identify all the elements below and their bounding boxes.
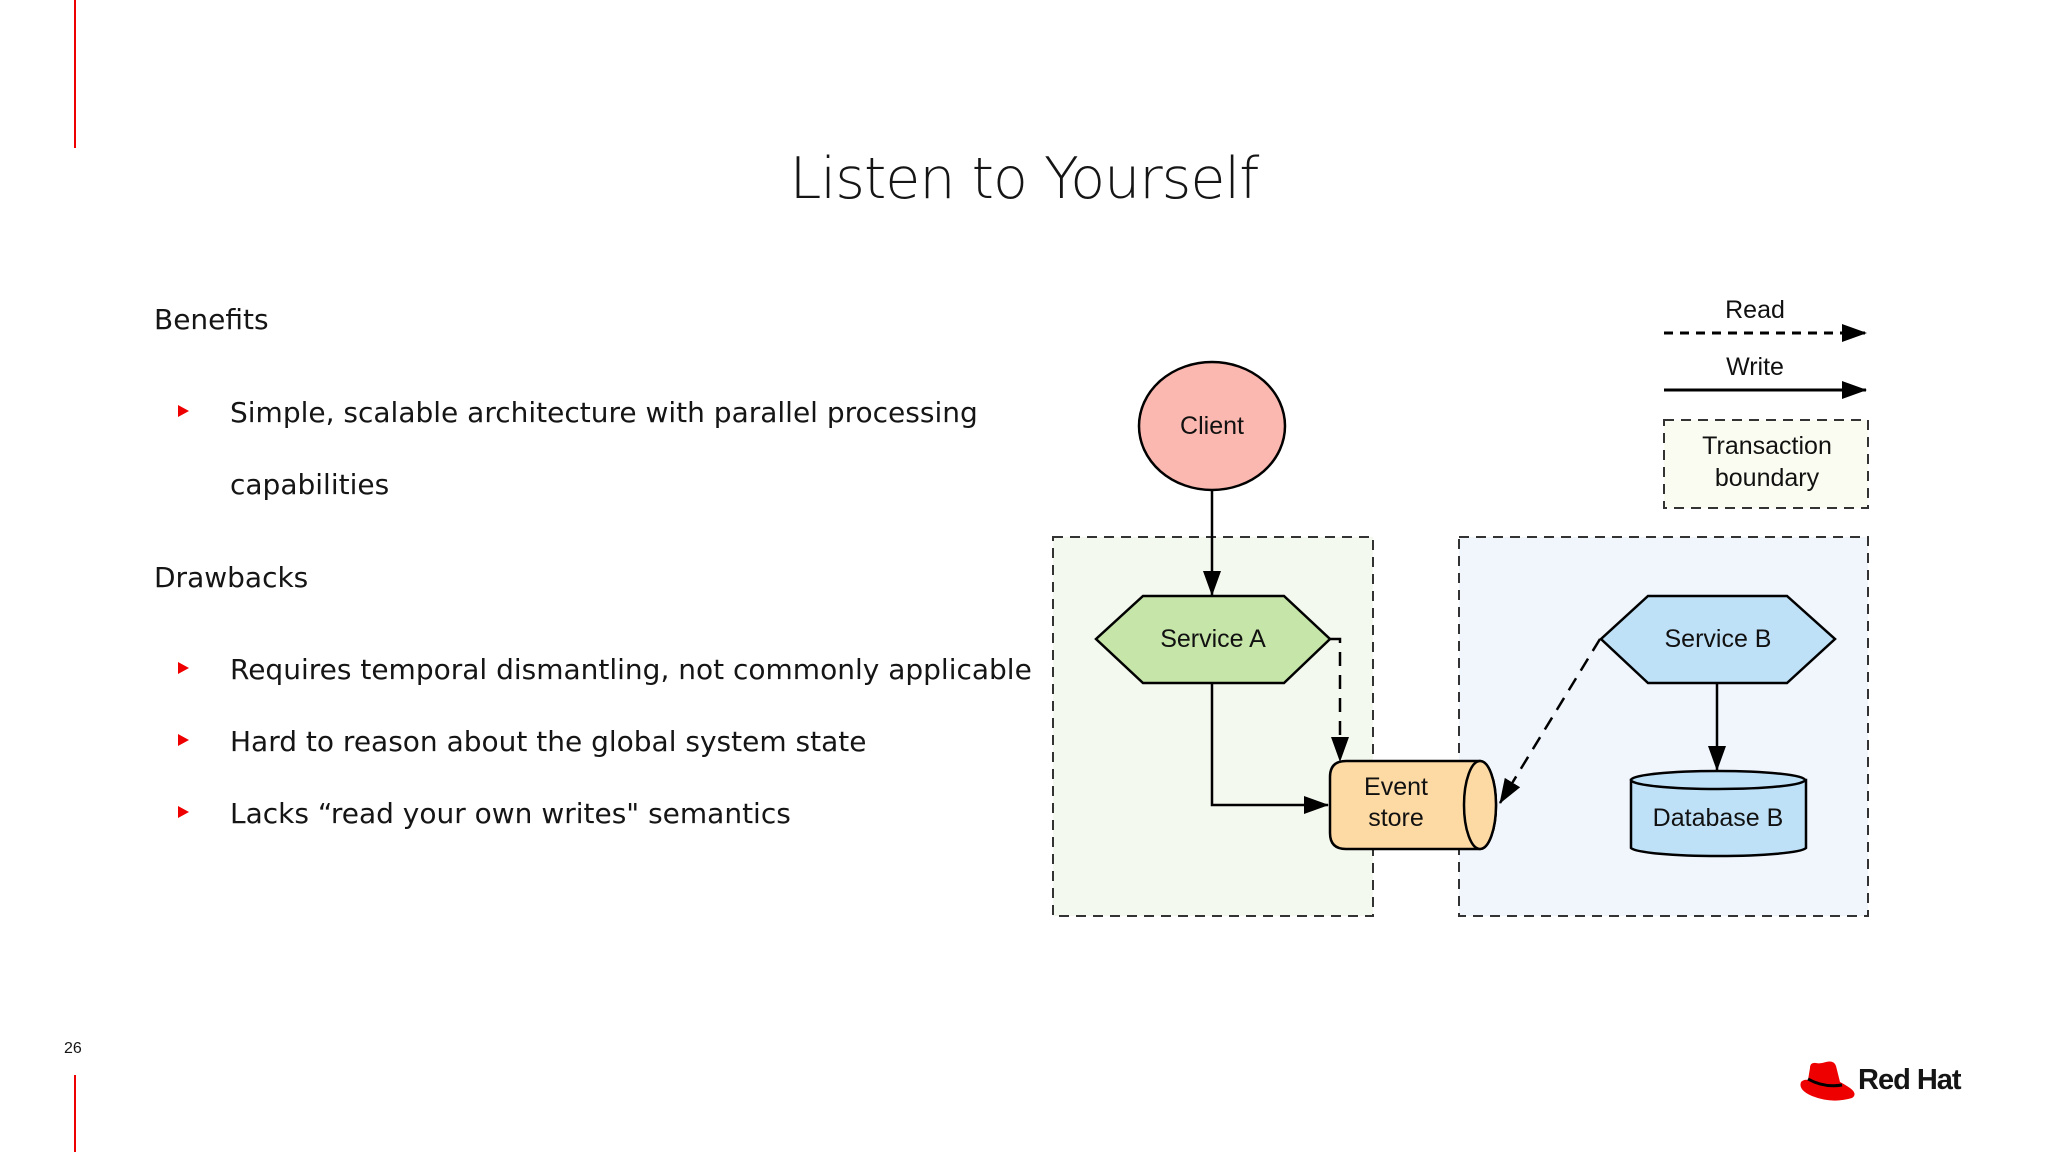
service-b-read-arrow — [1498, 638, 1602, 804]
bullet-triangle-icon — [178, 662, 189, 674]
drawbacks-heading: Drawbacks — [154, 561, 309, 594]
event-store-label: Event — [1364, 773, 1428, 801]
legend-boundary-box — [1663, 419, 1869, 509]
service-a-read-arrow — [1330, 637, 1349, 762]
database-b-node — [1629, 769, 1808, 858]
logo-text: Red Hat — [1858, 1064, 1962, 1096]
bullet-triangle-icon — [178, 806, 189, 818]
bullet-triangle-icon — [178, 405, 189, 417]
red-hat-logo: Red Hat — [1798, 1058, 1968, 1104]
bullet-triangle-icon — [178, 734, 189, 746]
legend-write-label: Write — [1726, 353, 1784, 381]
client-label: Client — [1180, 412, 1244, 440]
benefits-heading: Benefits — [154, 303, 269, 336]
slide-title: Listen to Yourself — [789, 146, 1260, 212]
red-hat-fedora-icon — [1800, 1061, 1855, 1101]
event-store-node — [1328, 759, 1498, 851]
legend-boundary-label: boundary — [1715, 464, 1820, 492]
client-node — [1137, 360, 1287, 492]
legend-read-label: Read — [1725, 296, 1785, 324]
legend-boundary-label: Transaction — [1702, 432, 1832, 460]
service-a-node — [1094, 594, 1332, 685]
event-store-label: store — [1368, 804, 1424, 832]
service-a-label: Service A — [1160, 625, 1266, 653]
service-b-node — [1599, 594, 1837, 685]
transaction-boundary-b — [1458, 536, 1869, 917]
page-number: 26 — [64, 1040, 82, 1057]
service-a-write-arrow — [1210, 683, 1329, 814]
service-b-label: Service B — [1665, 625, 1772, 653]
accent-line-top — [74, 0, 76, 148]
database-b-label: Database B — [1653, 804, 1784, 832]
accent-line-bottom — [74, 1075, 76, 1152]
